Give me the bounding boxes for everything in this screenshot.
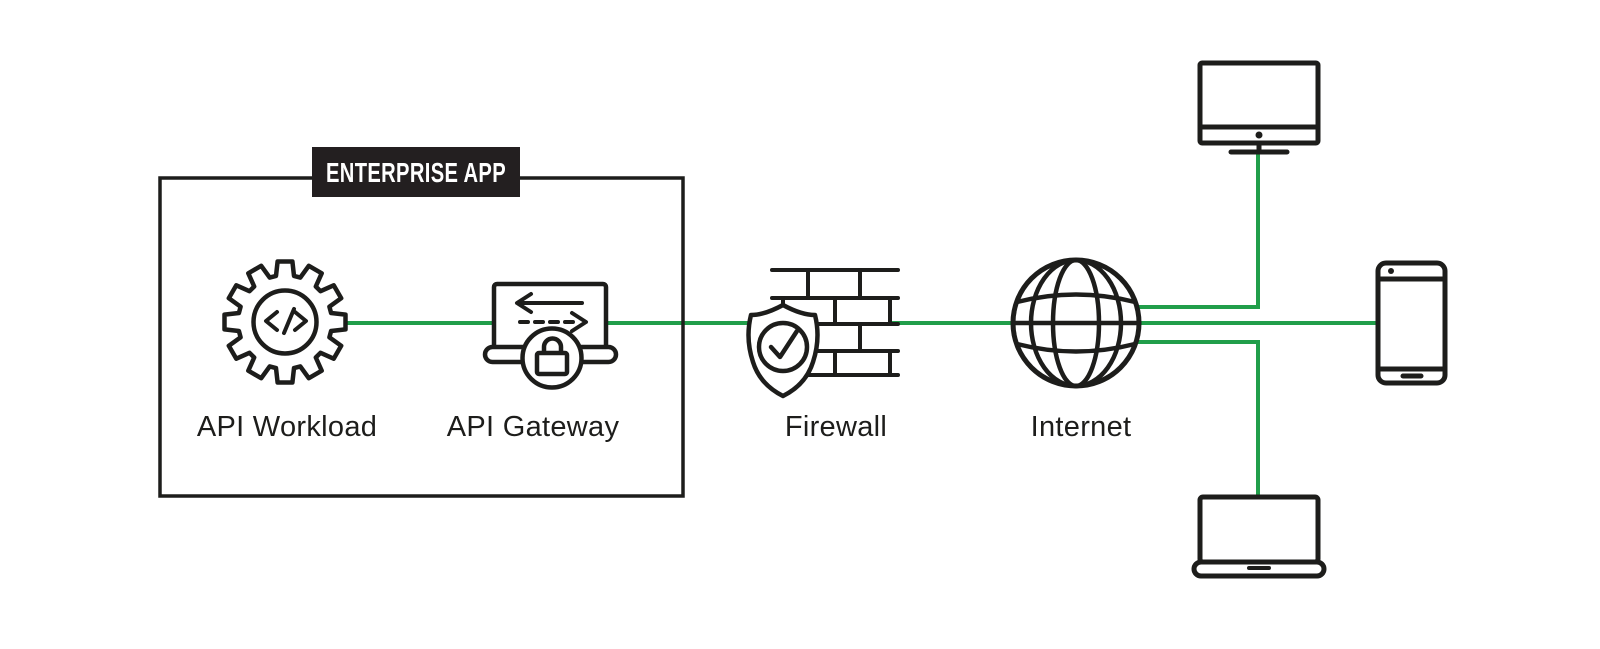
firewall-icon (746, 268, 900, 399)
api-workload-label: API Workload (197, 411, 377, 443)
shield-check-icon (746, 302, 820, 399)
desktop-monitor-icon (1197, 60, 1321, 155)
connection-internet-laptop (1100, 340, 1260, 499)
enterprise-app-label: ENTERPRISE APP (326, 157, 506, 188)
firewall-label: Firewall (785, 411, 887, 443)
gear-icon (222, 259, 348, 385)
left-arrow-icon (515, 292, 584, 314)
internet-label: Internet (1031, 411, 1132, 443)
connection-internet-desktop (1100, 154, 1260, 309)
api-gateway-label: API Gateway (447, 411, 620, 443)
api-gateway-icon (482, 281, 619, 390)
code-glyph (264, 307, 308, 335)
gear-inner-circle (251, 288, 319, 356)
lock-icon (520, 326, 584, 390)
dashed-right-arrow-icon (518, 311, 588, 333)
laptop-icon (1191, 494, 1327, 579)
globe-icon (1010, 257, 1142, 389)
smartphone-icon (1375, 260, 1448, 386)
label-plate-background (312, 147, 520, 197)
enterprise-app-label-plate: ENTERPRISE APP (312, 147, 520, 197)
connection-lines (330, 154, 1380, 499)
